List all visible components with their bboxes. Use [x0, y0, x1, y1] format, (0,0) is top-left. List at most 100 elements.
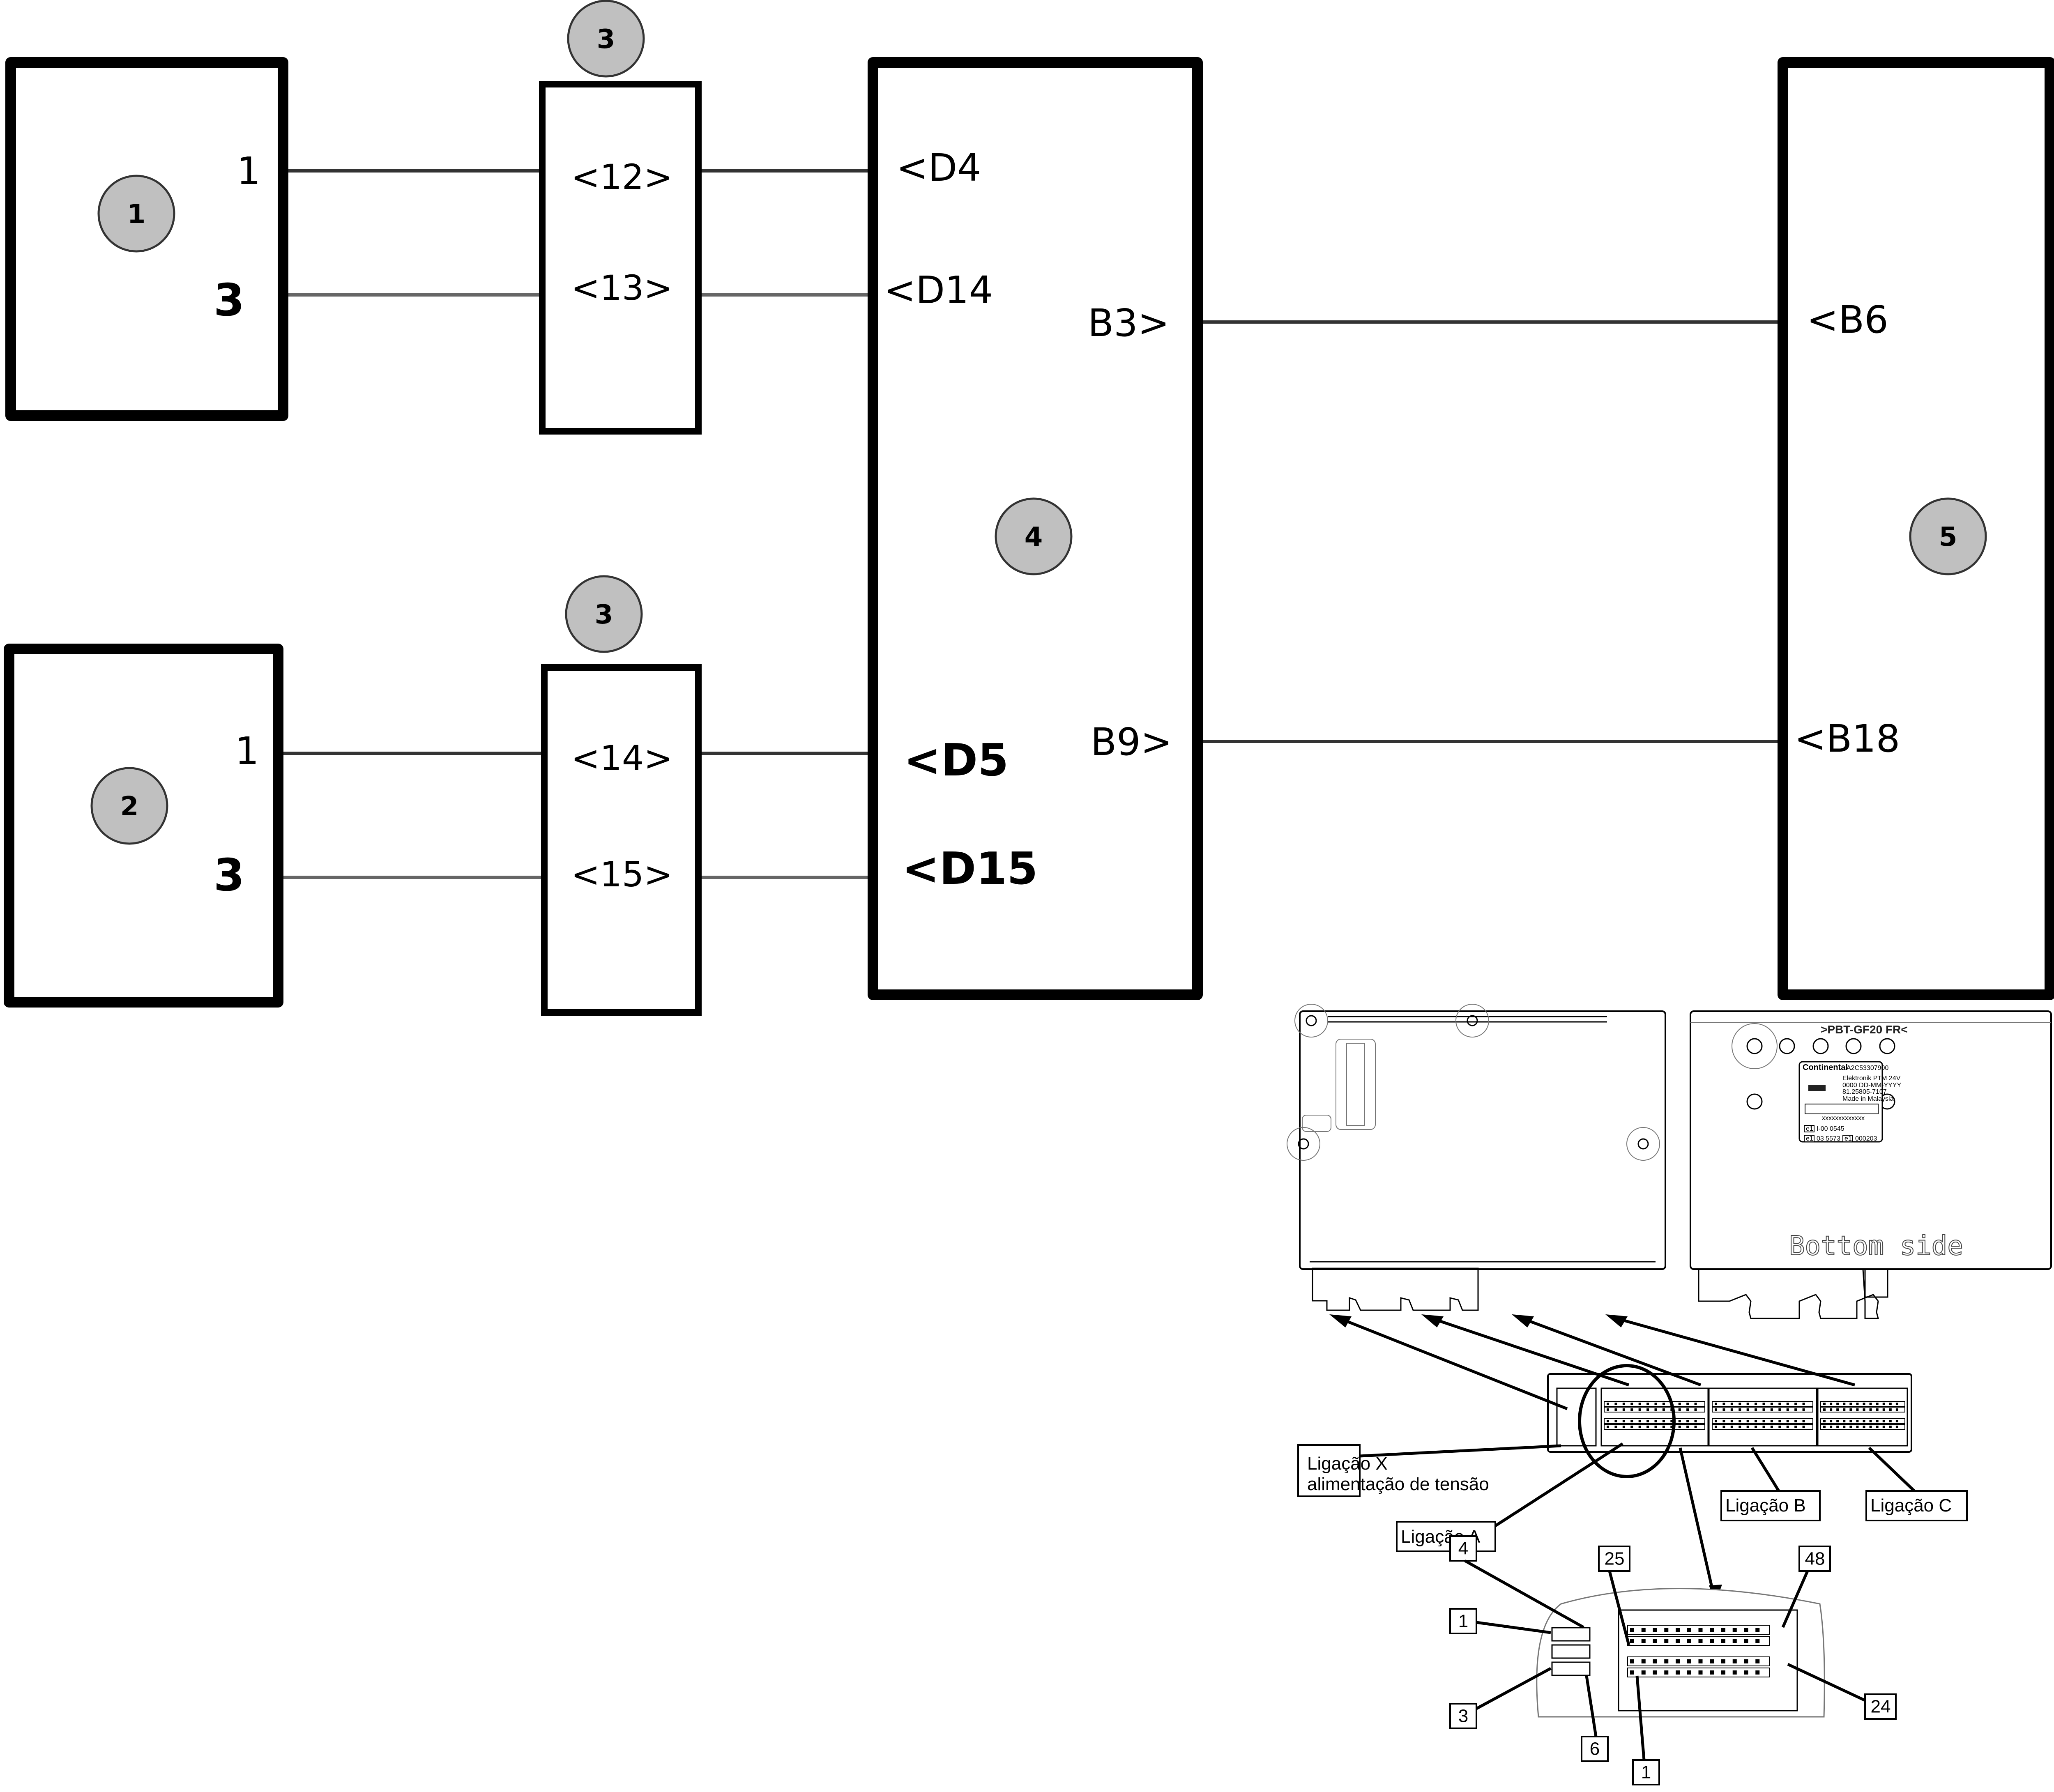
- pin-contact: [1744, 1639, 1748, 1643]
- pin-contact: [1664, 1639, 1669, 1643]
- pin-contact: [1630, 1408, 1633, 1411]
- callout-conn-x-line1: Ligação X: [1307, 1454, 1388, 1474]
- pin-contact: [1732, 1659, 1737, 1663]
- pin-contact: [1622, 1420, 1625, 1422]
- connector-3-upper-badge-label: 3: [597, 24, 615, 55]
- pin-contact: [1843, 1403, 1846, 1405]
- pin-contact: [1715, 1408, 1717, 1411]
- pin-contact: [1843, 1408, 1846, 1411]
- pin-number-labels: 4 1 3 6 25 48 1 24: [1449, 1535, 1897, 1785]
- pin-label-4: 4: [1458, 1539, 1468, 1559]
- connector-arrows: [1329, 1314, 1855, 1603]
- pin-contact: [1721, 1639, 1725, 1643]
- pin-contact: [1622, 1403, 1625, 1405]
- pin-contact: [1739, 1426, 1741, 1428]
- approval-mark-box-1: [1804, 1125, 1815, 1132]
- pin-contact: [1686, 1408, 1689, 1411]
- approval-mark-3: e1: [1844, 1135, 1852, 1142]
- arrow-a: [1429, 1316, 1630, 1387]
- pin-contact: [1678, 1403, 1681, 1405]
- pin-contact: [1698, 1659, 1703, 1663]
- pin-contact: [1630, 1420, 1633, 1422]
- top-window-large: [1336, 1039, 1376, 1130]
- pin-contact: [1786, 1408, 1789, 1411]
- bottom-connector-strip: [1698, 1268, 1879, 1319]
- plate-line-3: 81.25805-7107: [1842, 1088, 1887, 1095]
- approval-mark-box-3: [1842, 1135, 1853, 1142]
- pin-contact: [1823, 1426, 1826, 1428]
- barcode-area: [1805, 1104, 1879, 1114]
- pin-contact: [1802, 1426, 1805, 1428]
- pin-contact: [1889, 1408, 1892, 1411]
- pin-contact: [1876, 1426, 1879, 1428]
- component-5-badge: [1909, 497, 1987, 575]
- connector-a-detail-pin-rows: [1627, 1625, 1770, 1677]
- pin-contact: [1694, 1403, 1697, 1405]
- pin-contact: [1882, 1408, 1885, 1411]
- pin-contact: [1830, 1403, 1833, 1405]
- pin-contact: [1856, 1426, 1859, 1428]
- pin-contact: [1802, 1403, 1805, 1405]
- pin-contact: [1836, 1426, 1839, 1428]
- pin-contact: [1830, 1408, 1833, 1411]
- pin-contact: [1678, 1420, 1681, 1422]
- component-4-pin-d15: <D15: [902, 843, 1038, 895]
- top-window-small: [1302, 1115, 1331, 1132]
- pin-contact: [1786, 1403, 1789, 1405]
- pin-contact: [1710, 1628, 1714, 1632]
- pin-contact: [1869, 1403, 1872, 1405]
- pin-contact: [1744, 1670, 1748, 1675]
- arrow-head-a: [1421, 1314, 1444, 1327]
- pin-contact: [1678, 1408, 1681, 1411]
- pin-contact: [1746, 1408, 1749, 1411]
- material-mark: >PBT-GF20 FR<: [1821, 1023, 1908, 1036]
- pin-contact: [1662, 1426, 1665, 1428]
- pin-contact: [1770, 1420, 1773, 1422]
- pin-contact: [1722, 1408, 1725, 1411]
- pin-contact: [1646, 1426, 1649, 1428]
- callout-conn-x-box: [1297, 1444, 1361, 1497]
- pin-label-1x-box: [1449, 1608, 1477, 1634]
- pin-contact: [1794, 1426, 1797, 1428]
- pin-contact: [1653, 1670, 1657, 1675]
- pin-contact: [1630, 1639, 1634, 1643]
- pin-contact: [1622, 1426, 1625, 1428]
- pin-contact: [1722, 1403, 1725, 1405]
- pin-label-24-arrow: [1787, 1663, 1866, 1702]
- component-5-pin-b6: <B6: [1807, 298, 1888, 342]
- pin-contact: [1755, 1659, 1760, 1663]
- screw-icons-bottom: [1732, 1023, 1895, 1110]
- connector-x-detail: [1551, 1627, 1591, 1676]
- component-2-badge-label: 2: [120, 791, 139, 822]
- callout-conn-c-arrow: [1868, 1447, 1916, 1492]
- pin-contact: [1721, 1670, 1725, 1675]
- pin-contact: [1607, 1420, 1609, 1422]
- pin-contact: [1746, 1426, 1749, 1428]
- pin-contact: [1770, 1408, 1773, 1411]
- wires: [283, 169, 1778, 879]
- component-4-pin-b9: B9>: [1091, 720, 1172, 764]
- type-plate: Continental A2C53307900 Elektronik PTM 2…: [1798, 1061, 1901, 1143]
- connector-pin-14: <14>: [571, 738, 673, 778]
- connector-face: [1547, 1364, 1912, 1478]
- component-2-pin-3: 3: [214, 850, 244, 901]
- pin-label-3-arrow: [1476, 1667, 1552, 1710]
- pin-label-4-box: [1449, 1535, 1477, 1562]
- unit-bottom-view: >PBT-GF20 FR< Continental A2C53307900 El…: [1690, 1010, 2052, 1319]
- connector-a-detail-frame: [1618, 1609, 1798, 1711]
- pin-contact: [1802, 1420, 1805, 1422]
- pin-contact: [1778, 1408, 1781, 1411]
- pin-contact: [1654, 1403, 1657, 1405]
- pin-contact: [1889, 1426, 1892, 1428]
- pin-contact: [1882, 1403, 1885, 1405]
- plate-line-4: Made in Malaysia: [1842, 1095, 1894, 1102]
- pin-label-3-box: [1449, 1703, 1477, 1729]
- pin-label-48: 48: [1805, 1549, 1825, 1569]
- pin-contact: [1755, 1426, 1757, 1428]
- pin-contact: [1746, 1403, 1749, 1405]
- pin-label-1a-arrow: [1635, 1675, 1646, 1760]
- pin-contact: [1687, 1659, 1691, 1663]
- component-1-pin-3: 3: [214, 275, 244, 326]
- pin-contact: [1778, 1403, 1781, 1405]
- pin-label-1x-arrow: [1476, 1621, 1551, 1634]
